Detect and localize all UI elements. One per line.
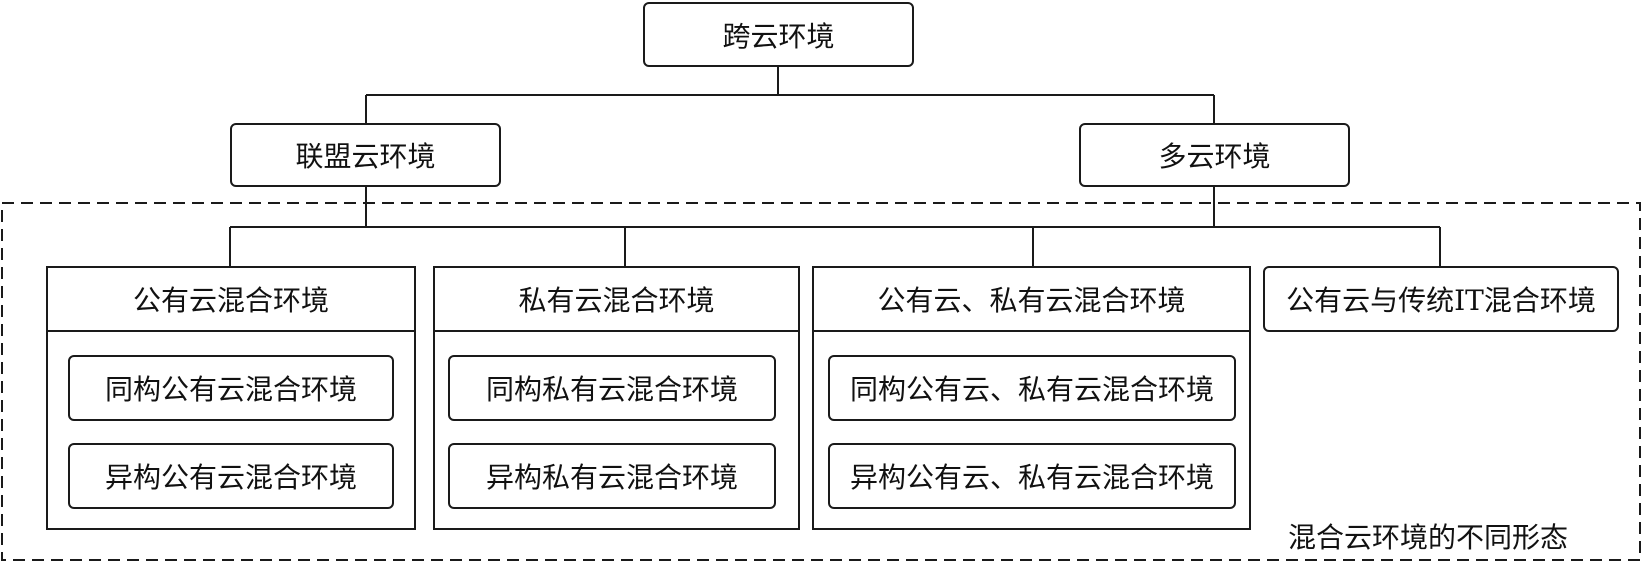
public-hybrid-homogeneous: 同构公有云混合环境 (68, 355, 394, 421)
private-hybrid-heterogeneous: 异构私有云混合环境 (448, 443, 776, 509)
hybrid-region-label: 混合云环境的不同形态 (1288, 521, 1569, 554)
public-traditional-it-hybrid-node: 公有云与传统IT混合环境 (1263, 266, 1619, 332)
public-hybrid-title: 公有云混合环境 (48, 268, 414, 332)
private-hybrid-title: 私有云混合环境 (435, 268, 798, 332)
public-private-hybrid-homogeneous: 同构公有云、私有云混合环境 (828, 355, 1236, 421)
private-hybrid-homogeneous: 同构私有云混合环境 (448, 355, 776, 421)
public-hybrid-heterogeneous: 异构公有云混合环境 (68, 443, 394, 509)
public-private-hybrid-title: 公有云、私有云混合环境 (814, 268, 1249, 332)
public-private-hybrid-heterogeneous: 异构公有云、私有云混合环境 (828, 443, 1236, 509)
alliance-cloud-node: 联盟云环境 (230, 123, 501, 187)
public-hybrid-group: 公有云混合环境 同构公有云混合环境 异构公有云混合环境 (46, 266, 416, 530)
private-hybrid-group: 私有云混合环境 同构私有云混合环境 异构私有云混合环境 (433, 266, 800, 530)
hybrid-region-border (1, 202, 1641, 561)
multi-cloud-node: 多云环境 (1079, 123, 1350, 187)
root-node: 跨云环境 (643, 2, 914, 67)
public-private-hybrid-group: 公有云、私有云混合环境 同构公有云、私有云混合环境 异构公有云、私有云混合环境 (812, 266, 1251, 530)
